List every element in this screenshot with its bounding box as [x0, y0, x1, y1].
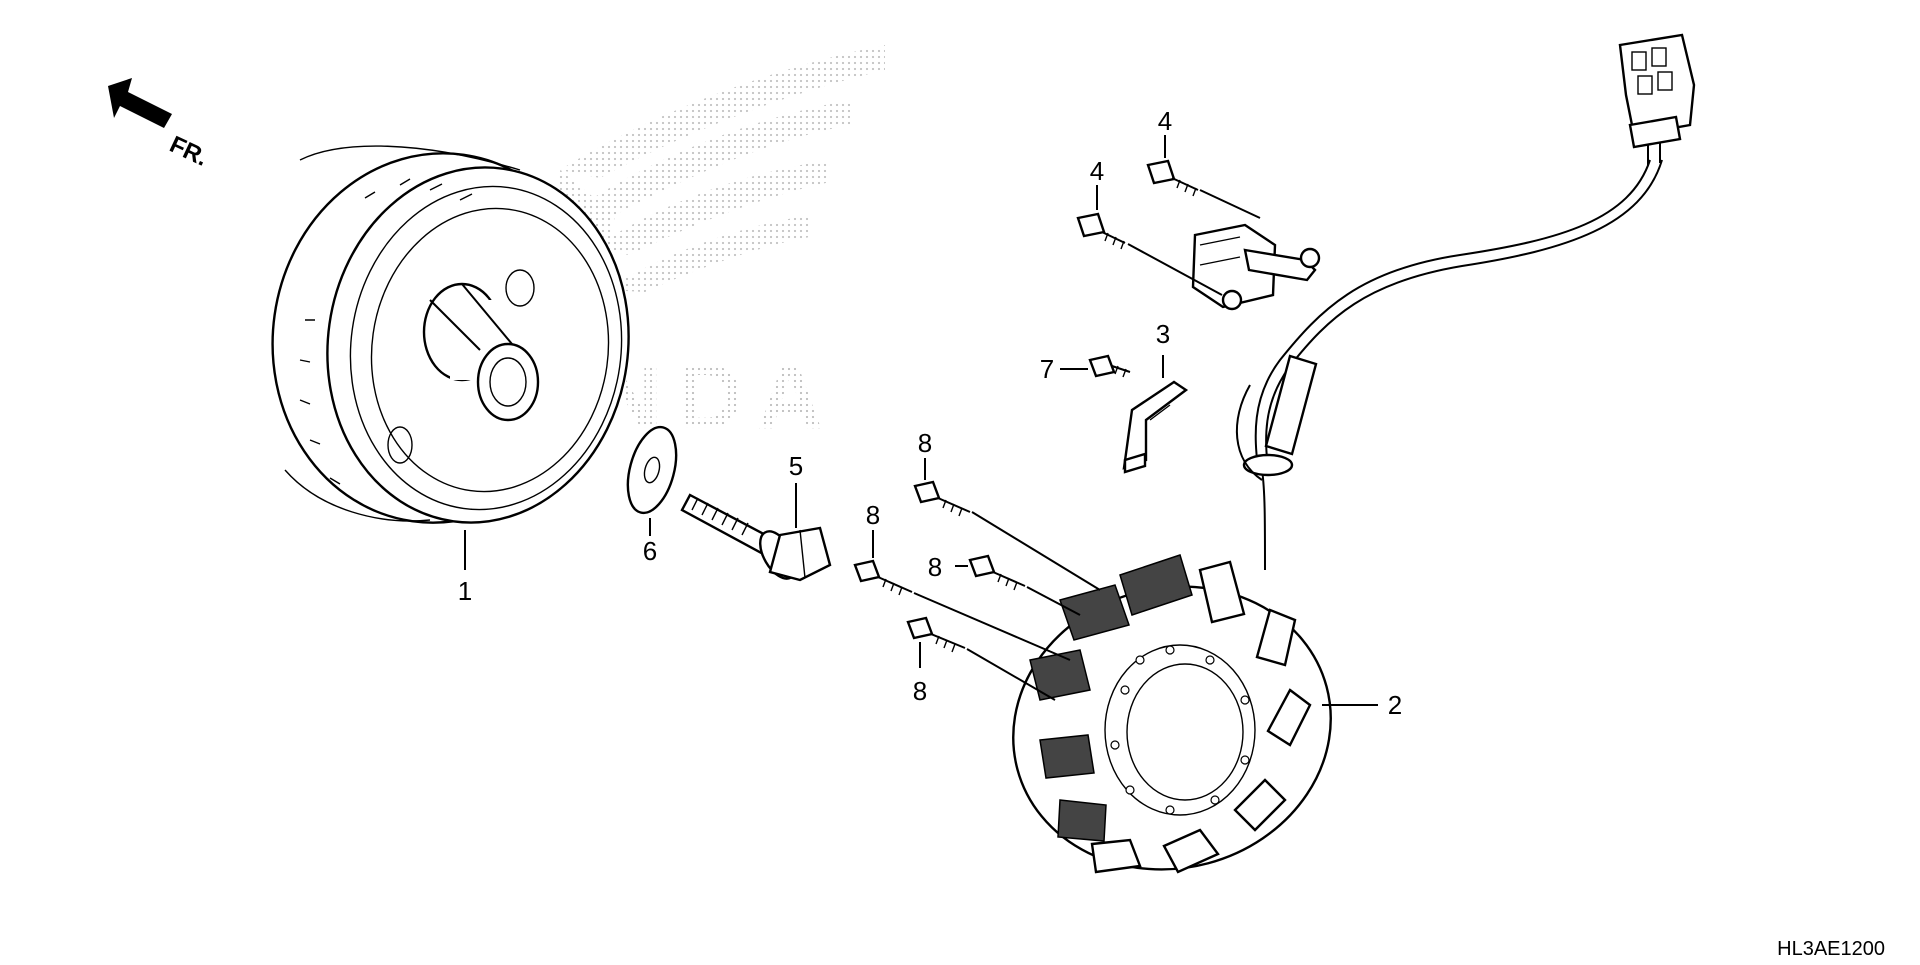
- stator-bolt-8d: [906, 616, 1056, 701]
- callout-4b: 4: [1090, 156, 1104, 186]
- callout-5: 5: [789, 451, 803, 481]
- callout-4a: 4: [1158, 106, 1172, 136]
- stator-coil: [1012, 554, 1332, 874]
- callout-8d: 8: [913, 676, 927, 706]
- callout-2: 2: [1388, 690, 1402, 720]
- stator-bolt-8a: [913, 480, 1101, 591]
- callout-8a: 8: [918, 428, 932, 458]
- flywheel-bolt: [680, 493, 832, 582]
- wire-connector: [1618, 33, 1696, 165]
- stator-bolt-8c: [968, 554, 1081, 616]
- callout-8b: 8: [866, 500, 880, 530]
- callout-3: 3: [1156, 319, 1170, 349]
- bolt-4-lower: [1076, 212, 1223, 296]
- wire-clamp: [1122, 380, 1189, 474]
- stator-wiring-harness: [1235, 159, 1663, 571]
- stator-bolt-8b: [853, 559, 1071, 661]
- diagram-reference-code: HL3AE1200: [1777, 938, 1885, 960]
- direction-label: FR.: [165, 131, 211, 172]
- front-direction-arrow-icon: [108, 78, 172, 128]
- callout-1: 1: [458, 576, 472, 606]
- bolt-4-upper: [1146, 159, 1261, 219]
- pulse-generator: [1191, 223, 1321, 311]
- flywheel-rotor: [271, 145, 630, 524]
- callout-7: 7: [1040, 354, 1054, 384]
- washer: [626, 425, 678, 515]
- callout-8c: 8: [928, 552, 942, 582]
- callout-6: 6: [643, 536, 657, 566]
- bolt-7: [1088, 354, 1131, 378]
